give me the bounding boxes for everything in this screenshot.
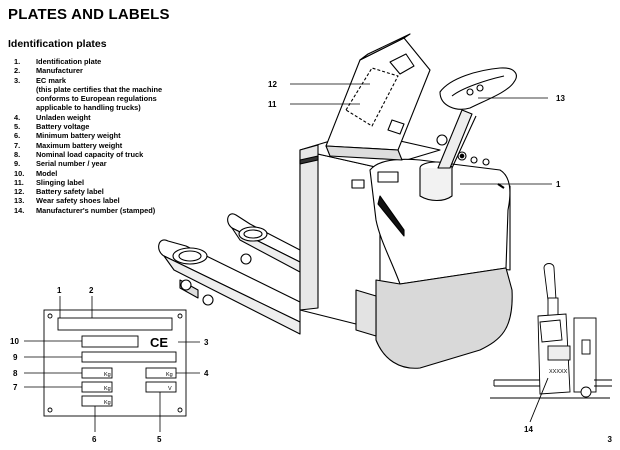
callout-6: 6 <box>92 435 97 444</box>
callout-9: 9 <box>13 353 18 362</box>
callout-8: 8 <box>13 369 18 378</box>
pallet-truck <box>158 33 517 369</box>
callout-10: 10 <box>10 337 19 346</box>
page-title: PLATES AND LABELS <box>8 6 170 23</box>
callout-12: 12 <box>268 80 277 89</box>
section-title: Identification plates <box>8 38 107 50</box>
list-item: 4.Unladen weight <box>14 112 91 122</box>
list-item: 12.Battery safety label <box>14 187 104 197</box>
legend-list: 1.Identification plate 2.Manufacturer 3.… <box>14 57 162 215</box>
unit-label-kg: Kg <box>104 400 111 406</box>
callout-13: 13 <box>556 94 565 103</box>
list-item: 10.Model <box>14 168 58 178</box>
page-number: 3 <box>607 435 612 444</box>
list-item: 1.Identification plate <box>14 57 102 66</box>
list-item: 3.EC mark (this plate certifies that the… <box>14 75 163 113</box>
side-view-truck <box>490 263 612 423</box>
callout-1: 1 <box>57 286 62 295</box>
list-item: 5.Battery voltage <box>14 122 90 132</box>
list-item: 7.Maximum battery weight <box>14 140 123 150</box>
plate-callouts <box>24 296 200 432</box>
unit-label-v: V <box>168 386 172 392</box>
callout-1: 1 <box>556 180 561 189</box>
ce-mark: CE <box>150 335 168 350</box>
callout-4: 4 <box>204 369 209 378</box>
callout-14: 14 <box>524 425 533 434</box>
list-item: 6.Minimum battery weight <box>14 131 121 141</box>
list-item: 2.Manufacturer <box>14 66 83 76</box>
list-item: 11.Slinging label <box>14 177 85 187</box>
truck-callouts <box>290 83 552 185</box>
callout-7: 7 <box>13 383 18 392</box>
callout-11: 11 <box>268 100 277 109</box>
unit-label-kg: Kg <box>166 372 173 378</box>
stamp-number: XXXXX <box>549 369 568 375</box>
callout-2: 2 <box>89 286 94 295</box>
callout-5: 5 <box>157 435 162 444</box>
identification-plate <box>43 309 187 417</box>
list-item: 9.Serial number / year <box>14 159 107 169</box>
list-item: 13.Wear safety shoes label <box>14 196 120 206</box>
callout-3: 3 <box>204 338 209 347</box>
unit-label-kg: Kg <box>104 386 111 392</box>
list-item: 8.Nominal load capacity of truck <box>14 149 144 159</box>
unit-label-kg: Kg <box>104 372 111 378</box>
list-item: 14.Manufacturer's number (stamped) <box>14 205 156 215</box>
